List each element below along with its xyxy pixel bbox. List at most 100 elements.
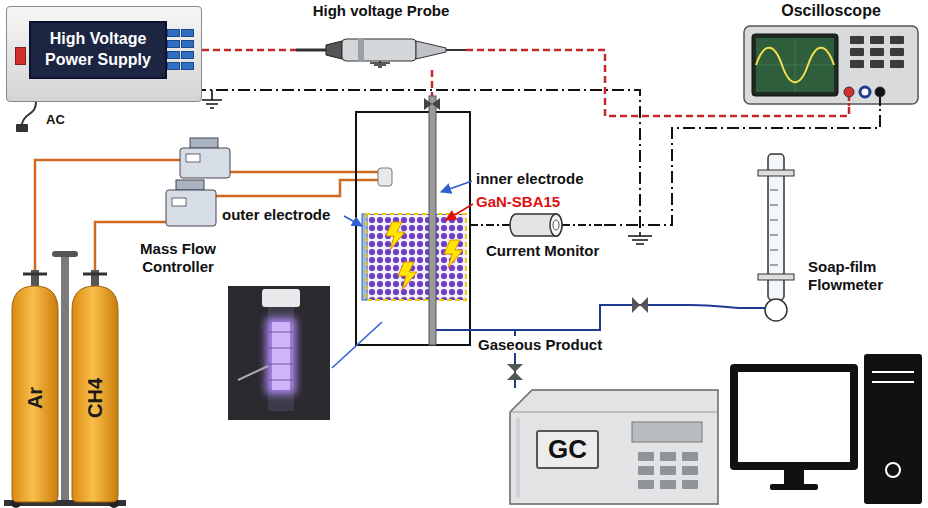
control-button xyxy=(167,40,180,48)
path-shape xyxy=(83,273,107,276)
rect-shape xyxy=(356,112,470,345)
gas-cylinder: CH4 xyxy=(68,270,122,502)
path-shape xyxy=(238,366,268,380)
rect-shape xyxy=(378,168,392,186)
gas-feed-lines xyxy=(242,168,392,196)
rect-shape xyxy=(784,470,804,484)
path-shape xyxy=(72,286,118,502)
rect-shape xyxy=(632,422,702,442)
rect-shape xyxy=(638,452,654,461)
power-cord xyxy=(16,102,36,132)
polygon-shape xyxy=(507,364,523,372)
rect-shape xyxy=(166,190,216,226)
polygon-shape xyxy=(444,240,463,268)
path-shape xyxy=(510,214,562,236)
pointer-lines xyxy=(332,181,473,368)
rect-shape xyxy=(16,124,28,132)
rect-shape xyxy=(682,480,698,489)
ellipse-shape xyxy=(550,214,562,236)
rect-shape xyxy=(190,138,218,148)
polygon-shape xyxy=(416,41,446,59)
rect-shape xyxy=(228,286,330,420)
device-label: Mass Flow Controller xyxy=(120,240,236,276)
control-button xyxy=(181,29,194,37)
control-button xyxy=(181,51,194,59)
power-label: AC xyxy=(46,112,65,127)
polygon-shape xyxy=(432,98,440,110)
rect-shape xyxy=(266,318,296,394)
ellipse-shape xyxy=(553,220,559,230)
oscilloscope: Oscilloscope xyxy=(742,2,920,106)
path-shape xyxy=(848,97,851,106)
product-lines xyxy=(436,297,744,388)
device-label: Current Monitor xyxy=(486,242,599,259)
rect-shape xyxy=(738,372,850,462)
rect-shape xyxy=(429,96,436,345)
circle-shape xyxy=(860,87,870,97)
rect-shape xyxy=(31,270,39,286)
path-shape xyxy=(879,97,881,106)
rect-shape xyxy=(186,154,200,162)
signal-cable xyxy=(202,49,296,52)
rect-shape xyxy=(730,364,858,470)
oscilloscope-symbol xyxy=(742,24,920,106)
cylinder-trolley xyxy=(4,251,126,508)
polygon-shape xyxy=(386,222,405,250)
control-button xyxy=(167,62,180,70)
gas-name: CH4 xyxy=(84,378,107,418)
dbd-reactor xyxy=(356,96,470,345)
line-shape xyxy=(344,216,362,226)
polygon-shape xyxy=(398,262,417,290)
rect-shape xyxy=(770,484,818,490)
plasma-photo xyxy=(228,286,330,420)
rect-shape xyxy=(660,466,676,475)
path-shape xyxy=(202,90,222,108)
circle-shape xyxy=(844,87,854,97)
rect-shape xyxy=(864,354,922,504)
current-monitor: Current Monitor xyxy=(486,212,604,259)
path-shape xyxy=(242,180,378,196)
rect-shape xyxy=(660,480,676,489)
computer xyxy=(730,354,922,504)
rect-shape xyxy=(890,48,904,56)
polygon-shape xyxy=(326,41,342,59)
circle-shape xyxy=(886,463,900,477)
path-shape xyxy=(510,412,718,413)
path-shape xyxy=(370,61,390,67)
device-label: Oscilloscope xyxy=(742,2,920,20)
rect-shape xyxy=(850,36,864,44)
rect-shape xyxy=(172,198,186,206)
rect-shape xyxy=(61,256,69,502)
path-shape xyxy=(872,372,914,382)
rect-shape xyxy=(91,270,99,286)
power-supply: High Voltage Power Supply xyxy=(6,6,202,102)
rect-shape xyxy=(870,36,884,44)
path-shape xyxy=(486,224,510,226)
rect-shape xyxy=(758,170,794,176)
rect-shape xyxy=(176,180,204,190)
path-shape xyxy=(770,190,778,265)
line-shape xyxy=(332,322,382,368)
line-shape xyxy=(446,204,473,220)
current-probe-symbol xyxy=(486,212,604,242)
path-shape xyxy=(562,224,604,226)
soap-film-flowmeter: Soap-film Flowmeter xyxy=(744,150,808,326)
rect-shape xyxy=(342,39,416,61)
rect-shape xyxy=(758,274,794,280)
device-label: Soap-film Flowmeter xyxy=(808,258,920,294)
flowmeter-symbol xyxy=(744,150,808,326)
rect-shape xyxy=(744,26,918,104)
stream-label: Gaseous Product xyxy=(476,336,604,353)
rect-shape xyxy=(890,60,904,68)
path-shape xyxy=(23,273,47,276)
rect-shape xyxy=(850,48,864,56)
control-button xyxy=(167,29,180,37)
voltage-probe: High voltage Probe xyxy=(296,2,466,68)
rect-shape xyxy=(516,418,520,498)
device-label: GC xyxy=(536,430,599,469)
rect-shape xyxy=(660,452,676,461)
gas-cylinder: Ar xyxy=(8,270,62,502)
rect-shape xyxy=(870,60,884,68)
